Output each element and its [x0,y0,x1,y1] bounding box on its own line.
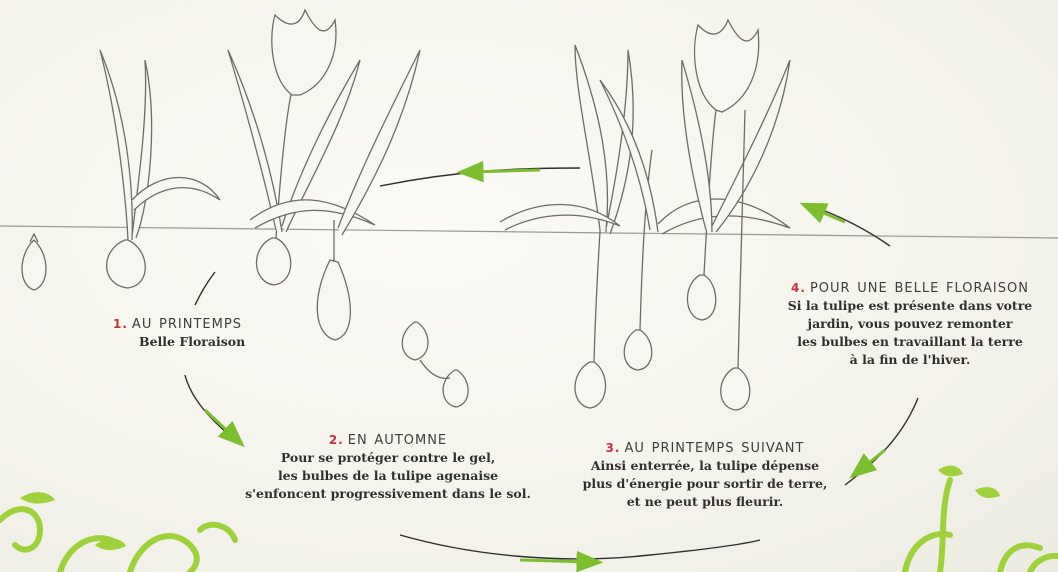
step-1-title: 1.au printemps [113,312,303,333]
step-4-body: Si la tulipe est présente dans votre jar… [762,297,1058,369]
step-2: 2.en automne Pour se protéger contre le … [238,428,538,503]
step-3-title: 3.au printemps suivant [560,436,850,457]
step-4-title: 4.pour une belle floraison [762,276,1058,297]
step-3-number: 3. [606,441,621,455]
tulip-plant-icon [500,45,790,408]
step-1-body: Belle Floraison [139,333,303,351]
tulip-bulb-icon [402,322,468,407]
step-3-body: Ainsi enterrée, la tulipe dépense plus d… [560,457,850,511]
step-1: 1.au printemps Belle Floraison [113,312,303,351]
tulip-plant-icon [228,10,420,340]
step-3: 3.au printemps suivant Ainsi enterrée, l… [560,436,850,511]
step-2-number: 2. [329,433,344,447]
step-4: 4.pour une belle floraison Si la tulipe … [762,276,1058,369]
tulip-bulb-icon [22,234,46,290]
tulip-plant-icon [100,50,220,288]
step-2-title: 2.en automne [238,428,538,449]
step-1-number: 1. [113,317,128,331]
ground-line [0,226,1058,238]
step-4-number: 4. [791,281,806,295]
step-2-body: Pour se protéger contre le gel, les bulb… [238,449,538,503]
